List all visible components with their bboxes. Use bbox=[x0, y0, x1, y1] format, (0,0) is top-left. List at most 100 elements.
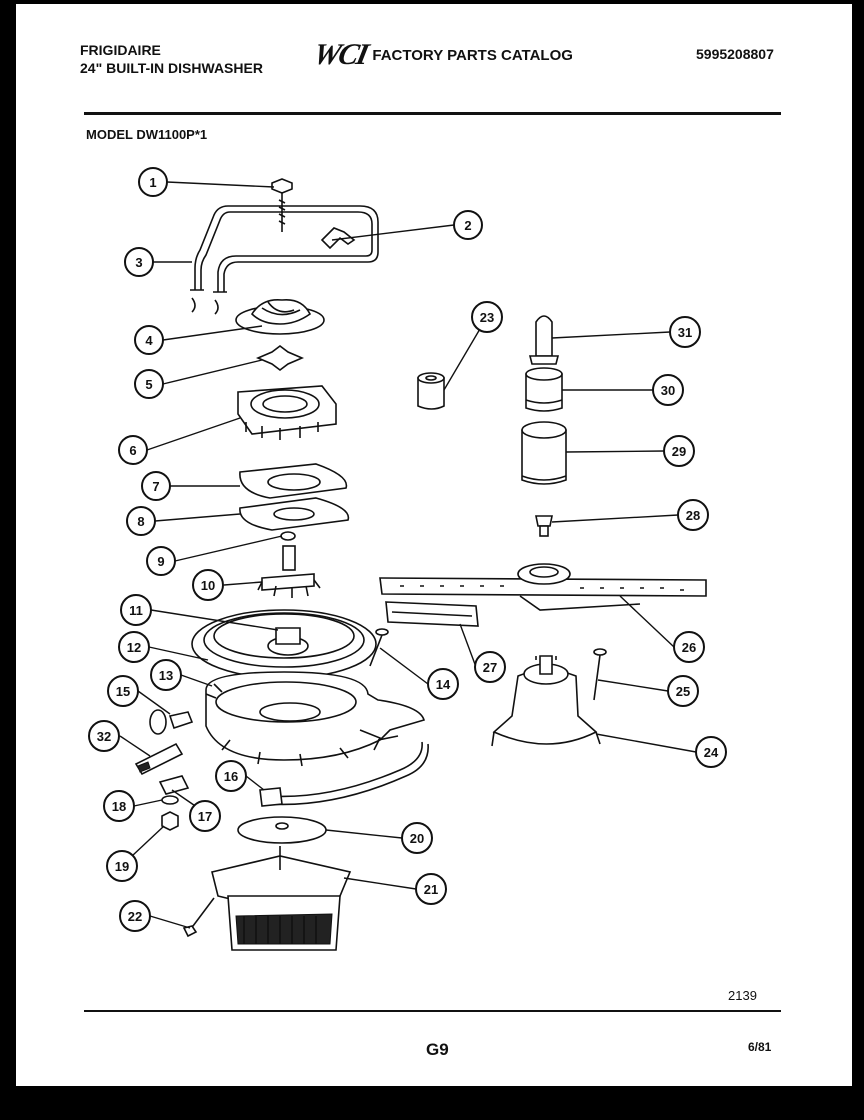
catalog-number: 5995208807 bbox=[696, 46, 774, 62]
callout-1: 1 bbox=[138, 167, 168, 197]
callout-11: 11 bbox=[120, 594, 152, 626]
callout-22: 22 bbox=[119, 900, 151, 932]
callout-17: 17 bbox=[189, 800, 221, 832]
part-27-channel bbox=[385, 601, 479, 627]
svg-text:7: 7 bbox=[152, 479, 159, 494]
callout-21: 21 bbox=[415, 873, 447, 905]
callout-3: 3 bbox=[124, 247, 154, 277]
callout-25: 25 bbox=[667, 675, 699, 707]
svg-text:3: 3 bbox=[135, 255, 142, 270]
callout-6: 6 bbox=[118, 435, 148, 465]
callout-10: 10 bbox=[192, 569, 224, 601]
part-10-impeller bbox=[257, 545, 321, 598]
svg-text:31: 31 bbox=[678, 325, 692, 340]
part-8-gasket bbox=[239, 497, 350, 531]
callout-12: 12 bbox=[118, 631, 150, 663]
callout-31: 31 bbox=[669, 316, 701, 348]
page-code: G9 bbox=[426, 1040, 449, 1059]
svg-text:10: 10 bbox=[201, 578, 215, 593]
svg-text:30: 30 bbox=[661, 383, 675, 398]
svg-text:19: 19 bbox=[115, 859, 129, 874]
model-number: MODEL DW1100P*1 bbox=[86, 127, 208, 142]
callout-20: 20 bbox=[401, 822, 433, 854]
svg-text:24: 24 bbox=[704, 745, 719, 760]
svg-text:22: 22 bbox=[128, 909, 142, 924]
part-26-spray-arm bbox=[379, 563, 707, 611]
callout-18: 18 bbox=[103, 790, 135, 822]
part-4-cover bbox=[235, 298, 325, 335]
part-32-check-valve bbox=[134, 742, 184, 776]
part-21-motor bbox=[211, 846, 352, 951]
callout-15: 15 bbox=[107, 675, 139, 707]
callout-16: 16 bbox=[215, 760, 247, 792]
callout-13: 13 bbox=[150, 659, 182, 691]
svg-text:14: 14 bbox=[436, 677, 451, 692]
brand-name: FRIGIDAIRE bbox=[80, 42, 161, 58]
drawing-code: 2139 bbox=[728, 988, 757, 1003]
callout-9: 9 bbox=[146, 546, 176, 576]
svg-text:18: 18 bbox=[112, 799, 126, 814]
callout-2: 2 bbox=[453, 210, 483, 240]
svg-text:9: 9 bbox=[157, 554, 164, 569]
callout-5: 5 bbox=[134, 369, 164, 399]
svg-text:27: 27 bbox=[483, 660, 497, 675]
svg-text:5: 5 bbox=[145, 377, 152, 392]
part-19-nut bbox=[161, 811, 179, 831]
callout-23: 23 bbox=[471, 301, 503, 333]
callout-30: 30 bbox=[652, 374, 684, 406]
part-29-tube bbox=[521, 421, 567, 485]
part-31-nozzle bbox=[528, 315, 560, 365]
part-13-sump bbox=[205, 671, 425, 767]
svg-text:13: 13 bbox=[159, 668, 173, 683]
callout-32: 32 bbox=[88, 720, 120, 752]
svg-text:6: 6 bbox=[129, 443, 136, 458]
svg-text:1: 1 bbox=[149, 175, 156, 190]
part-30-coupler bbox=[525, 367, 563, 412]
svg-text:8: 8 bbox=[137, 514, 144, 529]
svg-text:16: 16 bbox=[224, 769, 238, 784]
exploded-parts-diagram: 1 2 3 4 5 6 7 8 9 10 11 12 13 14 15 16 1… bbox=[88, 167, 727, 951]
callout-27: 27 bbox=[474, 651, 506, 683]
callout-7: 7 bbox=[141, 471, 171, 501]
svg-text:32: 32 bbox=[97, 729, 111, 744]
svg-text:2: 2 bbox=[464, 218, 471, 233]
product-description: 24" BUILT-IN DISHWASHER bbox=[80, 60, 263, 76]
callout-28: 28 bbox=[677, 499, 709, 531]
svg-text:29: 29 bbox=[672, 444, 686, 459]
catalog-title: FACTORY PARTS CATALOG bbox=[372, 46, 573, 64]
part-18-washer bbox=[161, 795, 179, 805]
header-rule bbox=[84, 112, 781, 115]
callout-19: 19 bbox=[106, 850, 138, 882]
part-5-clip bbox=[255, 345, 305, 371]
svg-text:15: 15 bbox=[116, 684, 130, 699]
part-3-spray-tube bbox=[190, 205, 379, 315]
catalog-page: FRIGIDAIRE 24" BUILT-IN DISHWASHER WCI F… bbox=[16, 4, 852, 1086]
svg-text:23: 23 bbox=[480, 310, 494, 325]
catalog-header: WCI FACTORY PARTS CATALOG bbox=[311, 38, 573, 71]
leader-lines bbox=[119, 181, 697, 929]
part-20-disc bbox=[237, 816, 327, 844]
part-1-bolt bbox=[271, 178, 293, 232]
svg-text:12: 12 bbox=[127, 640, 141, 655]
svg-text:25: 25 bbox=[676, 684, 690, 699]
callout-26: 26 bbox=[673, 631, 705, 663]
part-16-drain-hose bbox=[259, 741, 429, 807]
part-7-gasket bbox=[239, 463, 348, 499]
svg-text:21: 21 bbox=[424, 882, 438, 897]
part-22-screw bbox=[182, 897, 215, 938]
callout-14: 14 bbox=[427, 668, 459, 700]
revision-date: 6/81 bbox=[748, 1040, 772, 1054]
part-23-bushing bbox=[417, 372, 445, 410]
part-28-stud bbox=[535, 515, 553, 537]
part-9-seal bbox=[280, 531, 296, 541]
svg-text:26: 26 bbox=[682, 640, 696, 655]
part-15-fitting bbox=[149, 709, 194, 735]
svg-text:11: 11 bbox=[129, 603, 143, 618]
part-24-pump-housing bbox=[491, 655, 601, 747]
part-6-housing bbox=[237, 385, 337, 440]
callout-4: 4 bbox=[134, 325, 164, 355]
svg-text:20: 20 bbox=[410, 831, 424, 846]
callout-8: 8 bbox=[126, 506, 156, 536]
svg-text:17: 17 bbox=[198, 809, 212, 824]
callout-24: 24 bbox=[695, 736, 727, 768]
